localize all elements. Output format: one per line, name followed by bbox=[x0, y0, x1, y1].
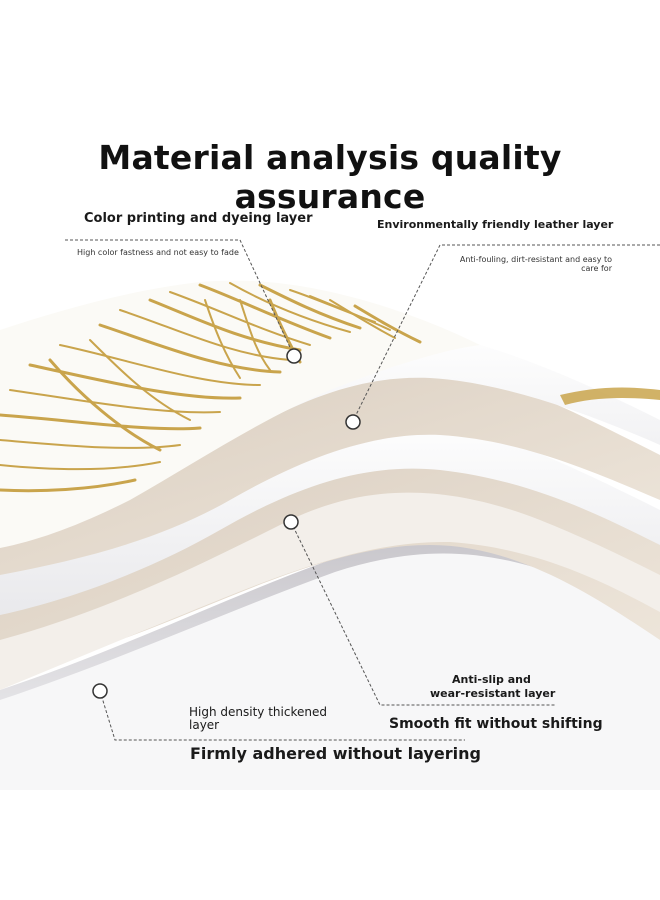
dot-color-layer bbox=[286, 348, 302, 364]
dot-leather-layer bbox=[345, 414, 361, 430]
label-antislip-2: wear-resistant layer bbox=[430, 687, 556, 700]
leader-adhered bbox=[99, 690, 465, 741]
leader-leather-layer bbox=[352, 244, 660, 422]
label-density-1: High density thickened bbox=[189, 705, 327, 719]
desc-color-layer: High color fastness and not easy to fade bbox=[77, 248, 239, 257]
dot-smooth-fit bbox=[283, 514, 299, 530]
label-antislip-1: Anti-slip and bbox=[452, 673, 531, 686]
label-leather-layer: Environmentally friendly leather layer bbox=[377, 218, 614, 231]
dot-density bbox=[92, 683, 108, 699]
leader-color-layer bbox=[65, 239, 295, 357]
label-adhered: Firmly adhered without layering bbox=[190, 744, 481, 763]
leather-backing bbox=[0, 360, 660, 575]
label-density-2: layer bbox=[189, 718, 220, 732]
leader-lines bbox=[65, 239, 660, 741]
printed-layer bbox=[0, 280, 480, 548]
page-title: Material analysis quality assurance bbox=[98, 138, 562, 216]
leather-layer bbox=[0, 327, 660, 525]
desc-leather-layer: Anti-fouling, dirt-resistant and easy to… bbox=[459, 255, 612, 273]
middle-white-layer bbox=[0, 409, 660, 615]
label-color-layer: Color printing and dyeing layer bbox=[84, 211, 313, 226]
leader-smooth-fit bbox=[290, 521, 555, 706]
callout-dots bbox=[92, 348, 361, 699]
label-smooth-fit: Smooth fit without shifting bbox=[389, 716, 603, 732]
